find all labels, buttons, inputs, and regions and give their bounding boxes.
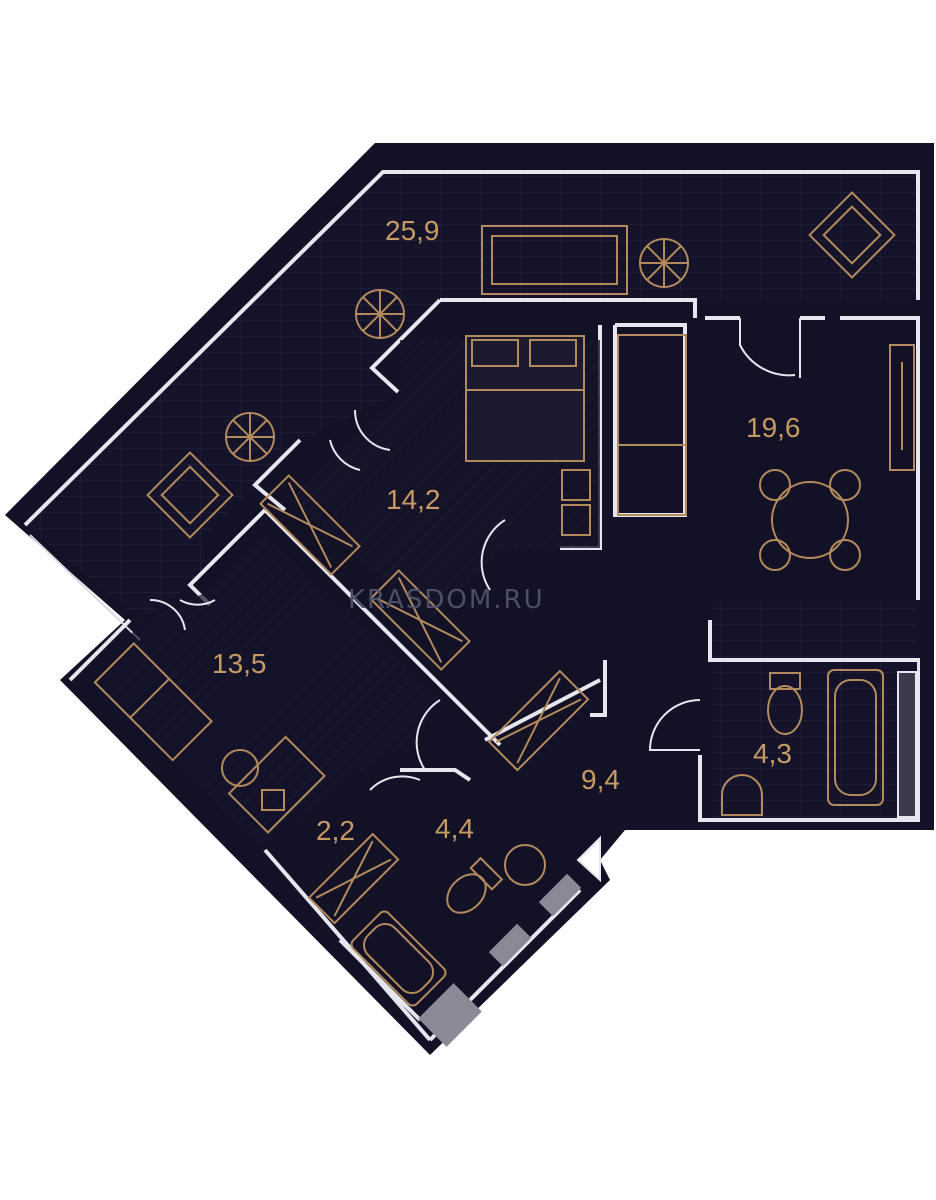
chair bbox=[261, 789, 285, 811]
wardrobe-icon bbox=[487, 669, 590, 772]
kitchen-tiles bbox=[712, 600, 917, 658]
area-storage: 2,2 bbox=[316, 815, 355, 846]
wardrobe-icon bbox=[307, 832, 400, 925]
dining-table-icon bbox=[759, 469, 861, 571]
armchair-icon bbox=[146, 451, 234, 539]
bed-icon bbox=[465, 335, 585, 462]
toilet-icon bbox=[767, 672, 803, 735]
area-terrace: 25,9 bbox=[385, 215, 440, 246]
sofa-icon bbox=[617, 334, 687, 516]
wardrobe-icon bbox=[259, 474, 361, 576]
area-bath-right: 4,3 bbox=[753, 738, 792, 769]
area-bath-small: 4,4 bbox=[435, 813, 474, 844]
door-living bbox=[739, 318, 796, 377]
area-hall: 9,4 bbox=[581, 764, 620, 795]
nightstand bbox=[561, 504, 591, 536]
terrace-floor bbox=[25, 170, 918, 620]
sink-icon bbox=[721, 774, 763, 816]
area-bedroom: 14,2 bbox=[386, 484, 441, 515]
bathtub-icon bbox=[350, 910, 447, 1007]
room-floor bbox=[85, 535, 440, 850]
sofa-icon bbox=[481, 225, 628, 295]
bath-right-floor bbox=[712, 662, 917, 818]
nightstand bbox=[561, 469, 591, 501]
bathtub-icon bbox=[827, 669, 884, 806]
plant-icon bbox=[225, 412, 275, 462]
bed-icon bbox=[93, 642, 213, 762]
armchair-icon bbox=[808, 191, 896, 279]
door-room bbox=[415, 699, 441, 771]
shaft bbox=[418, 983, 482, 1047]
watermark: KRASDOM.RU bbox=[348, 585, 545, 615]
wardrobe-icon bbox=[369, 569, 471, 671]
plant-icon bbox=[355, 289, 405, 339]
balcony-notch bbox=[576, 835, 601, 883]
terrace-wall bbox=[23, 170, 920, 527]
toilet-icon bbox=[446, 856, 504, 914]
door-bath-small bbox=[369, 775, 421, 791]
shaft bbox=[897, 671, 917, 818]
door-bath-right bbox=[648, 699, 701, 751]
door-hall bbox=[480, 519, 506, 591]
area-living: 19,6 bbox=[746, 412, 801, 443]
area-room: 13,5 bbox=[212, 648, 267, 679]
wall-bedroom-top bbox=[440, 298, 697, 318]
door-bedroom bbox=[353, 409, 391, 451]
tv-stand bbox=[889, 344, 915, 471]
plant-icon bbox=[639, 238, 689, 288]
sink-icon bbox=[504, 844, 546, 886]
chair-icon bbox=[221, 749, 259, 787]
